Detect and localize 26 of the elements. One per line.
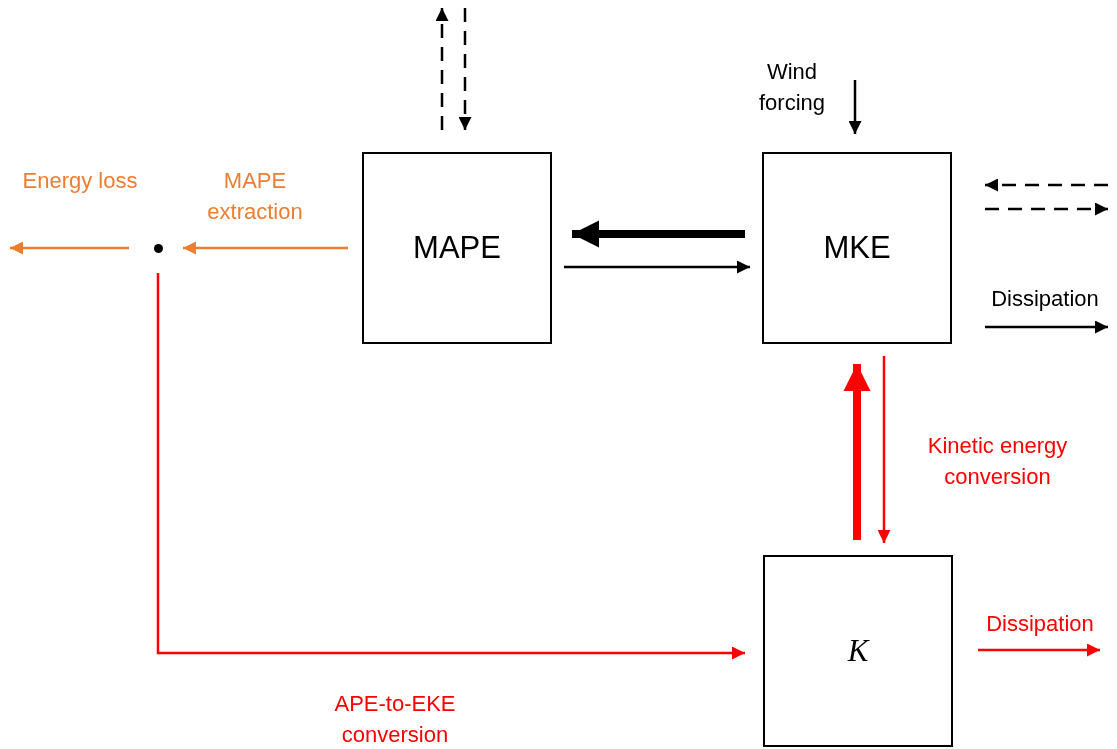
energy-box [762,152,952,344]
junction-dot [154,244,163,253]
box-label: MAPE [413,230,501,266]
arrow [848,80,862,134]
energy-box [763,555,953,747]
edge-label: Dissipation [990,285,1100,313]
edge-label: Wind forcing [757,58,826,117]
energy-box [362,152,552,344]
arrow [985,202,1108,216]
edge-label: APE-to-EKE conversion [333,690,457,749]
arrow [877,356,891,543]
edge-label: Kinetic energy conversion [926,432,1069,491]
box-label: K [847,633,869,669]
arrow [10,241,129,255]
arrow [156,273,745,660]
edge-label: MAPE extraction [206,167,304,226]
arrow [183,241,348,255]
arrow [458,8,472,130]
edge-label: Dissipation [985,610,1095,638]
arrow [985,178,1108,192]
arrow [435,8,449,130]
edge-label: Energy loss [21,167,139,195]
arrow [985,320,1108,334]
arrow [978,643,1100,657]
box-label: MKE [823,230,891,266]
arrow [564,260,750,274]
